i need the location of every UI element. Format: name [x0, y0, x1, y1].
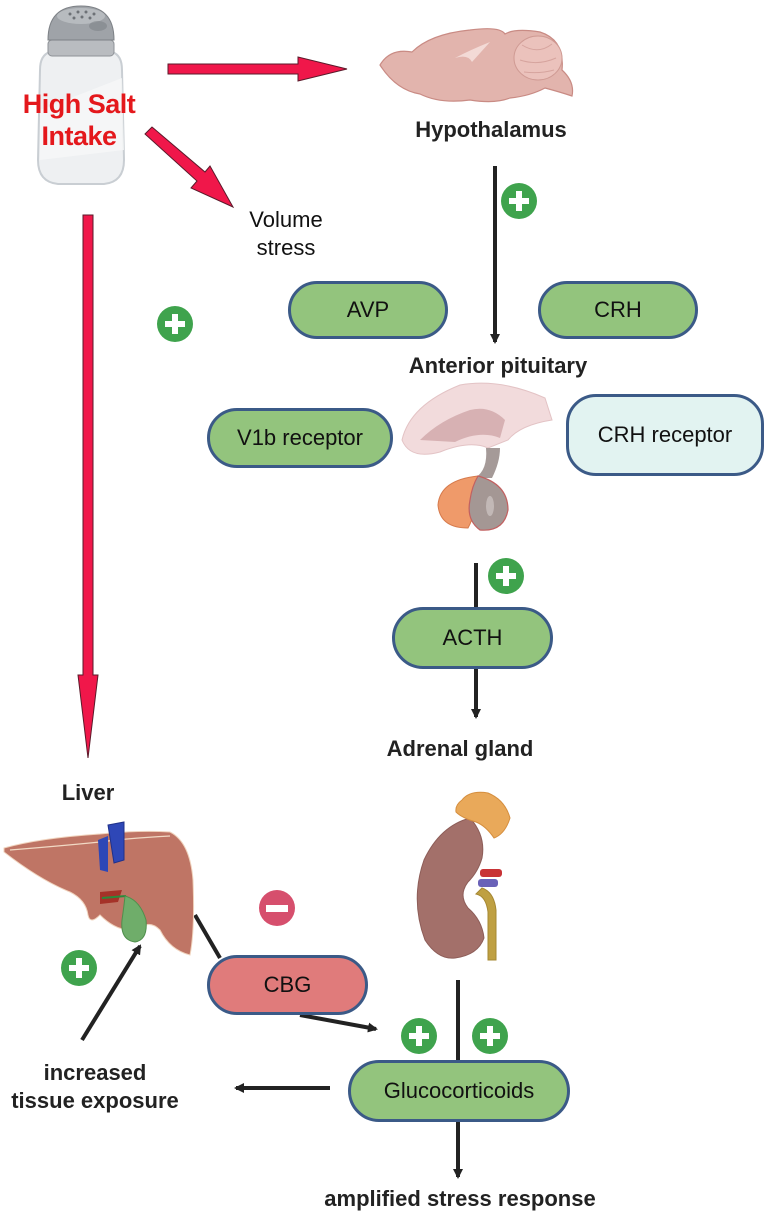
cbg-text: CBG: [263, 972, 312, 997]
stress-response-label: amplified stress response: [324, 1186, 596, 1211]
plus-sign-icon: [157, 306, 193, 342]
arrow-cbg-to-glucocorticoids: [299, 1013, 378, 1033]
line-liver-to-cbg: [193, 913, 222, 960]
salt-title-line1: High Salt: [22, 89, 136, 119]
plus-sign-icon: [488, 558, 524, 594]
volume-stress-line1: Volume: [249, 207, 323, 232]
salt-shaker-icon: [36, 5, 126, 185]
brain-icon: [379, 28, 574, 103]
avp-text: AVP: [346, 297, 390, 322]
cbg-pill: CBG: [207, 955, 368, 1015]
plus-sign-icon: [401, 1018, 437, 1054]
arrow-tissue-to-liver: [80, 944, 142, 1042]
crh-receptor-text: CRH receptor: [597, 422, 733, 447]
glucocorticoids-text: Glucocorticoids: [383, 1078, 535, 1103]
volume-stress-line2: stress: [256, 235, 316, 260]
tissue-exposure-label: increased tissue exposure: [0, 1059, 190, 1115]
plus-sign-icon: [501, 183, 537, 219]
plus-sign-icon: [472, 1018, 508, 1054]
salt-title-line2: Intake: [41, 121, 117, 151]
avp-pill: AVP: [288, 281, 448, 339]
crh-receptor-pill: CRH receptor: [566, 394, 764, 476]
red-arrow-to-hypothalamus: [167, 56, 348, 82]
red-arrow-to-liver: [77, 214, 99, 759]
salt-intake-title: High Salt Intake: [4, 88, 154, 152]
tissue-exposure-line1: increased: [43, 1060, 147, 1085]
crh-pill: CRH: [538, 281, 698, 339]
liver-icon: [3, 821, 195, 956]
adrenal-gland-label: Adrenal gland: [386, 736, 534, 761]
liver-label: Liver: [61, 780, 115, 805]
volume-stress-label: Volume stress: [222, 206, 350, 262]
kidney-adrenal-icon: [416, 791, 511, 961]
anterior-pituitary-label: Anterior pituitary: [408, 353, 588, 378]
v1b-receptor-text: V1b receptor: [237, 425, 363, 450]
tissue-exposure-line2: tissue exposure: [11, 1088, 179, 1113]
glucocorticoids-pill: Glucocorticoids: [348, 1060, 570, 1122]
v1b-receptor-pill: V1b receptor: [207, 408, 393, 468]
pituitary-icon: [401, 382, 553, 531]
minus-sign-icon: [259, 890, 295, 926]
acth-text: ACTH: [442, 625, 503, 650]
plus-sign-icon: [61, 950, 97, 986]
acth-pill: ACTH: [392, 607, 553, 669]
hypothalamus-label: Hypothalamus: [415, 117, 567, 142]
red-arrow-to-volume-stress: [144, 126, 235, 209]
crh-text: CRH: [594, 297, 642, 322]
